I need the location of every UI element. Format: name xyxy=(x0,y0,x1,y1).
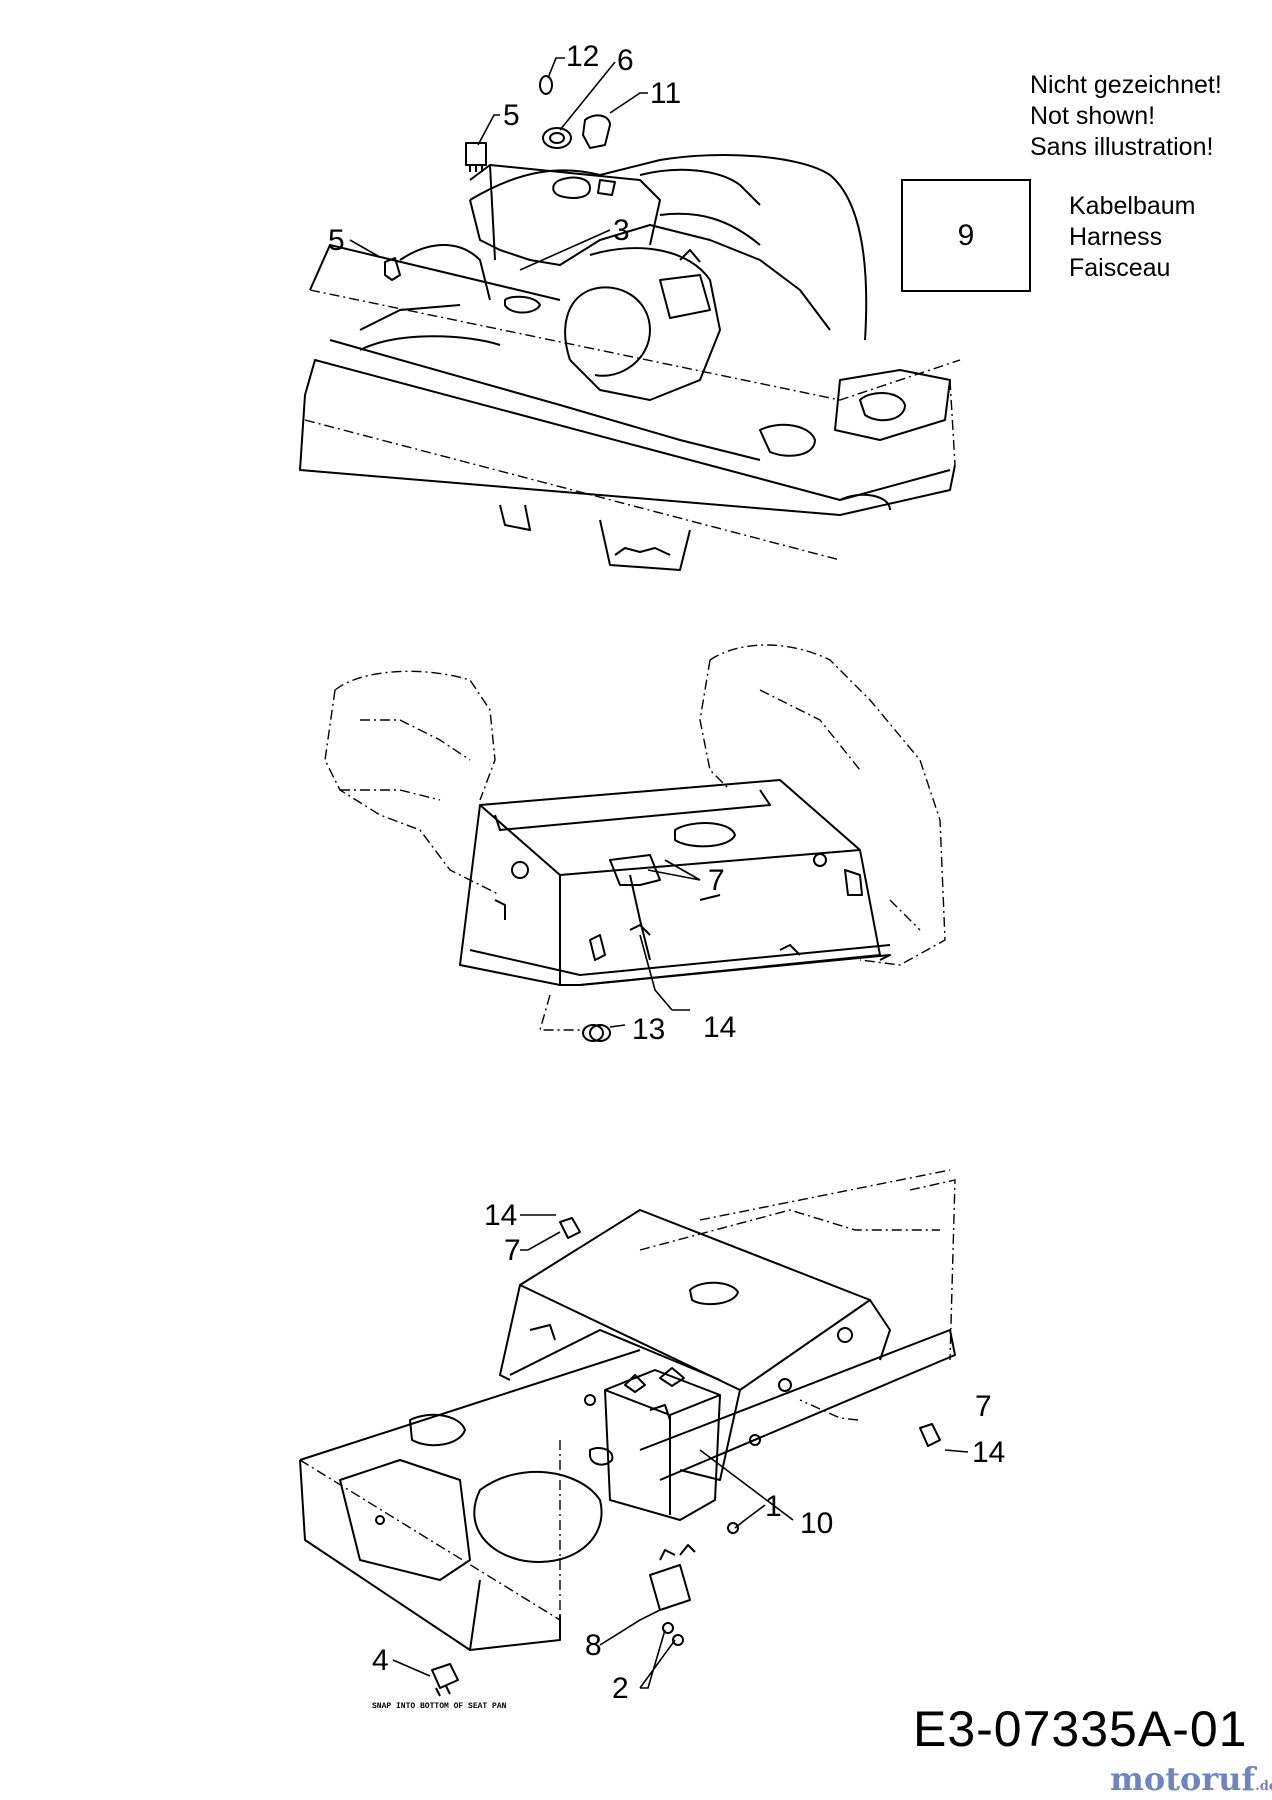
callout-14-bottom-left: 14 xyxy=(484,1199,517,1232)
watermark-text: motoruf xyxy=(1110,1760,1256,1798)
not-shown-note: Nicht gezeichnet! Not shown! Sans illust… xyxy=(1030,70,1222,163)
callout-4: 4 xyxy=(372,1644,389,1677)
not-shown-en: Not shown! xyxy=(1030,102,1156,130)
callout-1: 1 xyxy=(765,1490,782,1523)
callout-7-bottom-left: 7 xyxy=(504,1234,521,1267)
callout-10: 10 xyxy=(800,1507,833,1540)
callout-13: 13 xyxy=(632,1013,665,1046)
not-shown-de: Nicht gezeichnet! xyxy=(1030,71,1222,99)
bottom-view-assembly xyxy=(299,1169,956,1697)
callout-14-bottom-right: 14 xyxy=(972,1436,1005,1469)
bottom-view-leaders xyxy=(392,1214,969,1689)
callout-5-upper: 5 xyxy=(503,99,520,132)
callout-2: 2 xyxy=(612,1672,629,1705)
harness-fr: Faisceau xyxy=(1069,254,1171,282)
middle-view-leaders xyxy=(609,859,701,1028)
middle-view-assembly xyxy=(324,644,946,1042)
callout-11: 11 xyxy=(650,77,681,110)
harness-item-box: 9 xyxy=(901,179,1031,292)
callout-14-middle: 14 xyxy=(703,1011,736,1044)
top-view-leaders xyxy=(349,57,648,271)
document-code: E3-07335A-01 xyxy=(913,1701,1248,1757)
not-shown-fr: Sans illustration! xyxy=(1030,133,1214,161)
harness-item-number: 9 xyxy=(957,218,975,252)
callout-7-middle: 7 xyxy=(708,864,725,897)
watermark-suffix: .de xyxy=(1255,1779,1272,1794)
callout-5-lower: 5 xyxy=(328,224,345,257)
callout-3: 3 xyxy=(613,214,630,247)
harness-en: Harness xyxy=(1069,223,1163,251)
snap-note: SNAP INTO BOTTOM OF SEAT PAN xyxy=(372,1702,507,1711)
harness-note: Kabelbaum Harness Faisceau xyxy=(1069,191,1195,284)
harness-de: Kabelbaum xyxy=(1069,192,1196,220)
callout-12: 12 xyxy=(566,40,599,73)
watermark-logo: motoruf.de xyxy=(1110,1760,1272,1798)
callout-7-bottom-right: 7 xyxy=(975,1390,992,1423)
callout-8: 8 xyxy=(585,1629,602,1662)
top-view-assembly xyxy=(299,75,961,571)
callout-6: 6 xyxy=(617,44,634,77)
